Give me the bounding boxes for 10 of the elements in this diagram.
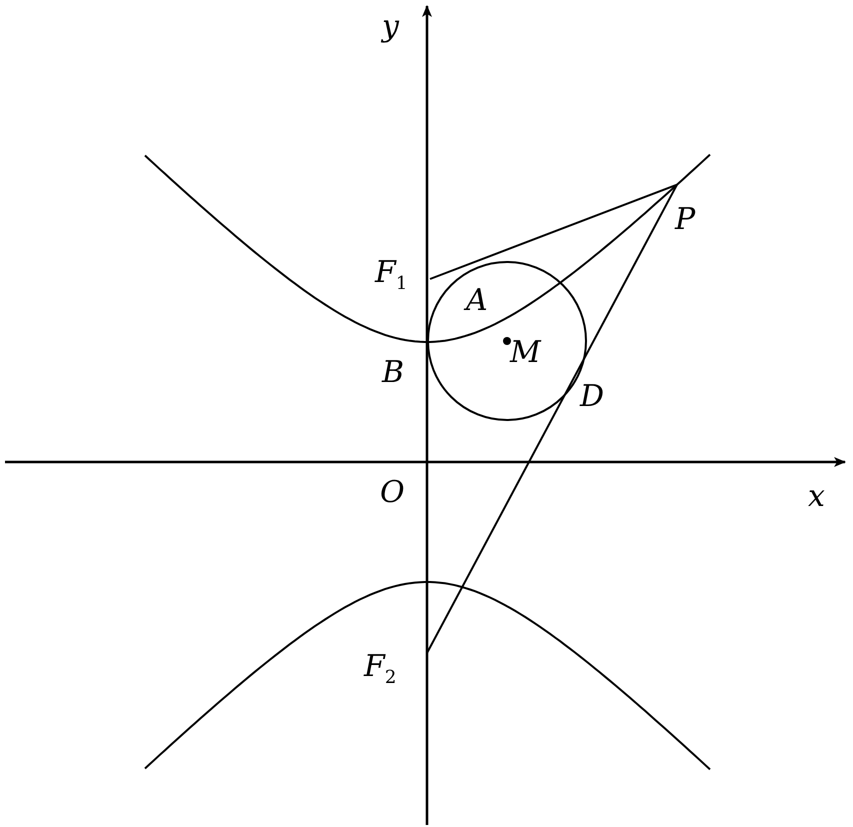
point-label: B xyxy=(382,358,404,388)
point-label: A xyxy=(466,286,488,316)
axis-label: x xyxy=(808,482,825,512)
axis-label: y xyxy=(382,12,399,42)
point-label: D xyxy=(580,382,604,412)
point-label: F$_{1}$ xyxy=(375,258,408,293)
point-label: O xyxy=(380,478,405,508)
point-label: M xyxy=(510,338,541,368)
point-label: F$_{2}$ xyxy=(364,652,396,687)
point-label: P xyxy=(675,205,696,235)
